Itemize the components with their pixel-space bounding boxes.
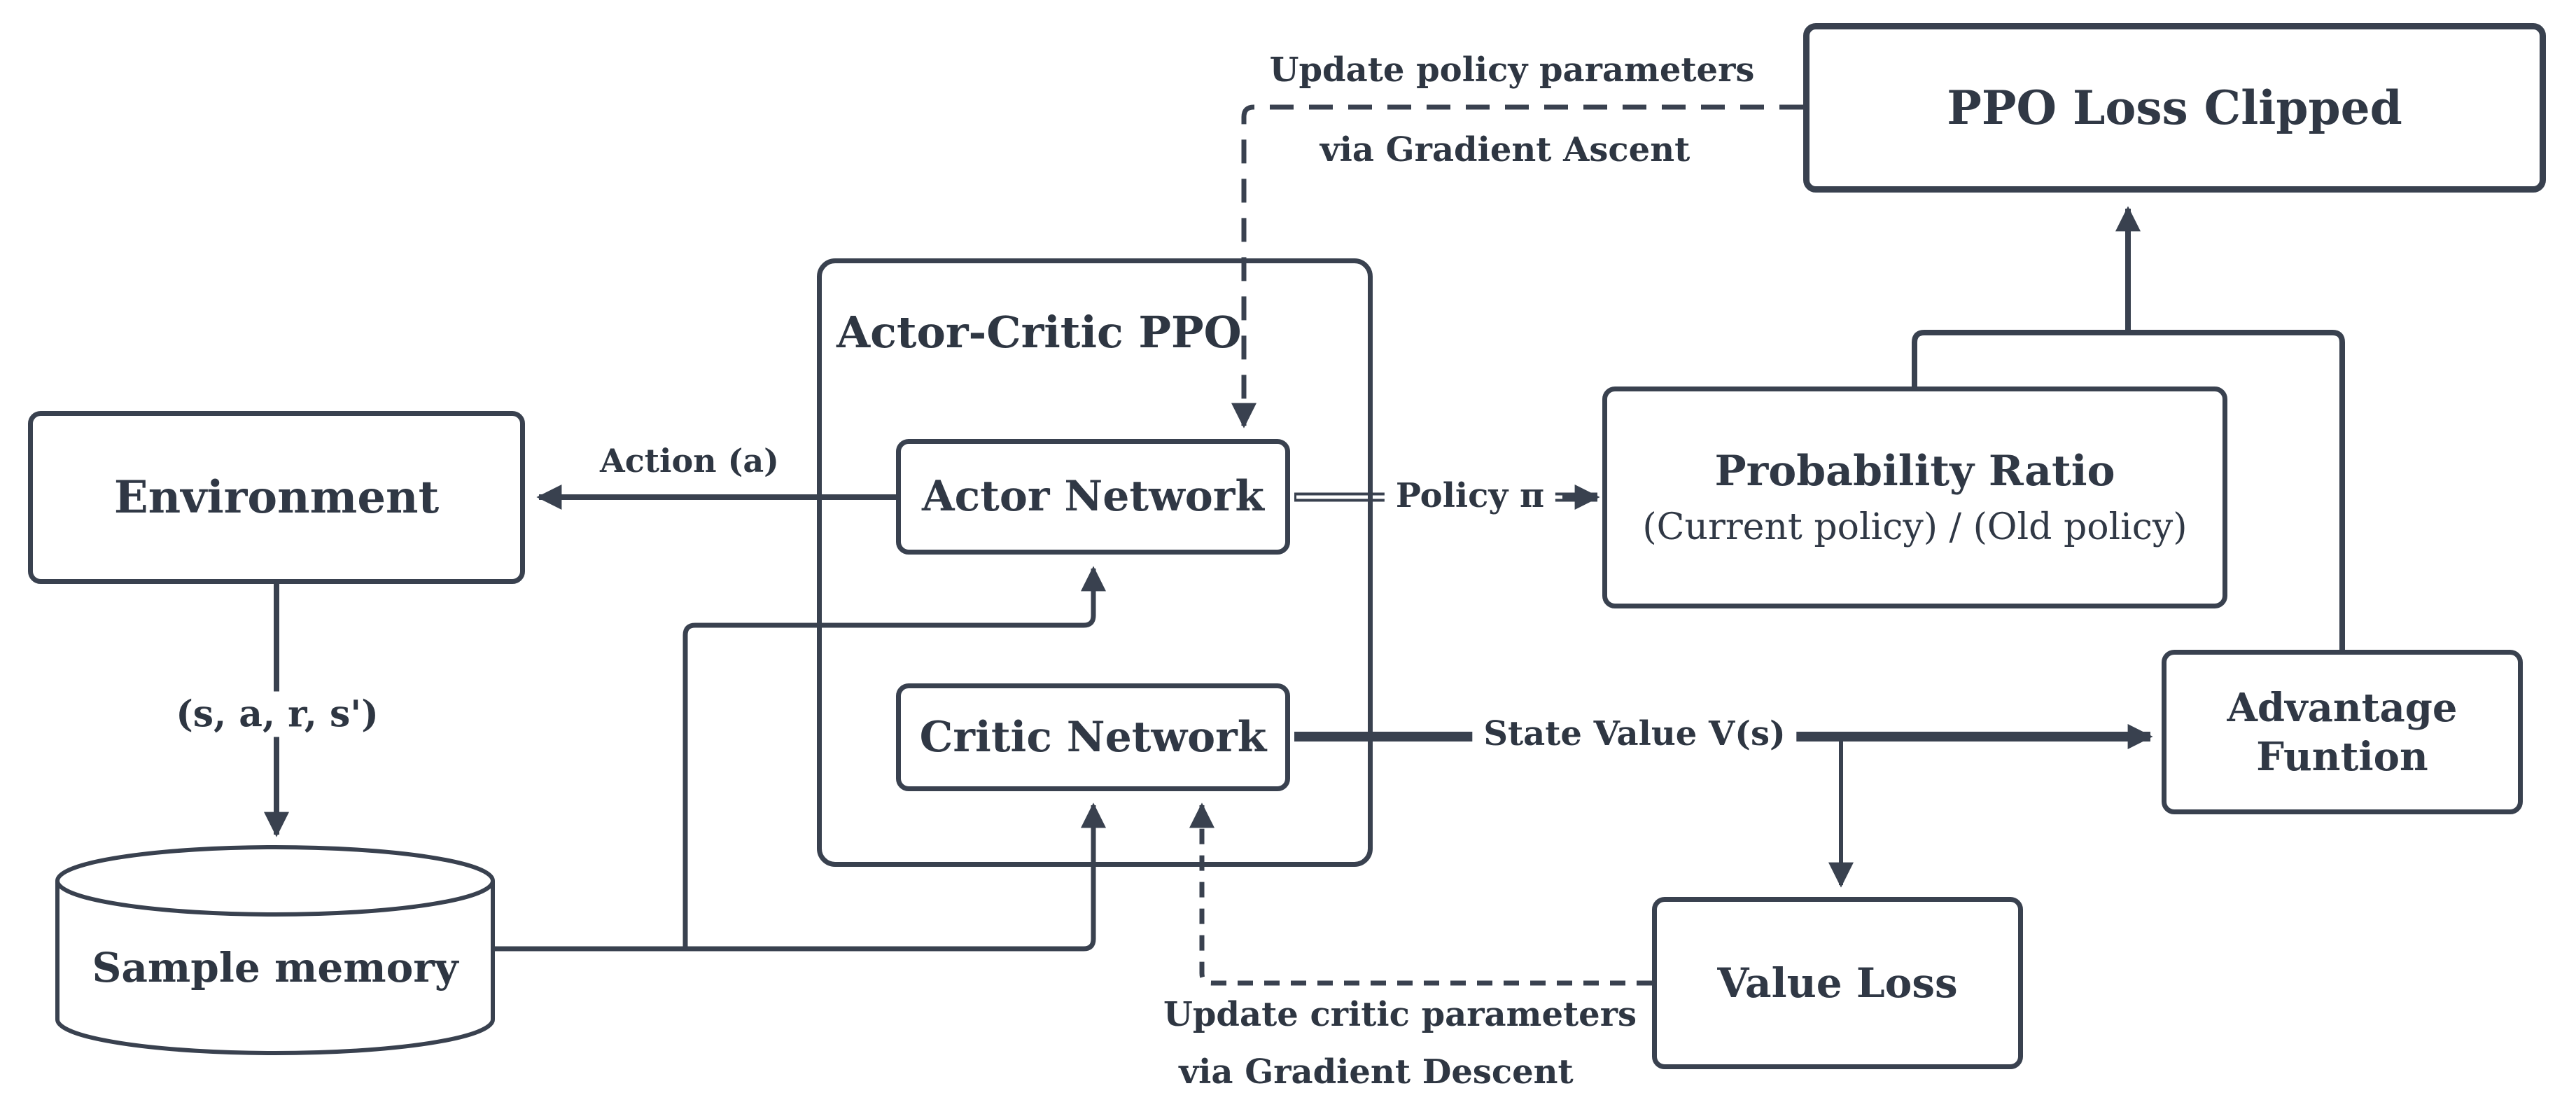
probability-ratio-node: Probability Ratio (Current policy) / (Ol…	[1602, 387, 2227, 608]
ppo-loss-clipped-node: PPO Loss Clipped	[1803, 23, 2546, 193]
actor-network-node: Actor Network	[896, 439, 1290, 555]
policy-edge-label: Policy π	[1384, 475, 1556, 517]
state-value-edge-label: State Value V(s)	[1472, 713, 1797, 755]
advantage-function-label-line1: Advantage	[2227, 684, 2458, 731]
memory-to-actor-arrow	[682, 566, 1106, 949]
probability-ratio-label: Probability Ratio	[1714, 446, 2115, 496]
sample-memory-cylinder	[55, 845, 495, 1055]
environment-node: Environment	[28, 411, 525, 584]
transition-tuple-edge-label: (s, a, r, s')	[164, 691, 390, 737]
update-critic-label-line2: via Gradient Descent	[1179, 1052, 1574, 1092]
update-policy-label-line1: Update policy parameters	[1269, 50, 1755, 90]
merge-connector	[1912, 330, 2345, 650]
probability-ratio-sublabel: (Current policy) / (Old policy)	[1642, 506, 2188, 548]
actor-critic-ppo-title: Actor-Critic PPO	[836, 307, 1242, 358]
update-policy-dashed-arrow	[1231, 104, 1803, 429]
sample-memory-label: Sample memory	[92, 944, 458, 991]
critic-network-node: Critic Network	[896, 683, 1290, 791]
actor-network-label: Actor Network	[922, 472, 1264, 521]
ppo-loss-clipped-label: PPO Loss Clipped	[1947, 80, 2402, 135]
value-loss-node: Value Loss	[1652, 897, 2023, 1069]
actor-critic-ppo-container	[817, 258, 1373, 867]
action-edge-label: Action (a)	[600, 442, 779, 480]
advantage-function-label-line2: Funtion	[2256, 733, 2428, 780]
value-loss-label: Value Loss	[1717, 959, 1958, 1007]
advantage-function-node: Advantage Funtion	[2162, 650, 2523, 814]
update-critic-label-line1: Update critic parameters	[1163, 995, 1637, 1034]
update-critic-dashed-arrow	[1189, 802, 1652, 986]
update-policy-label-line2: via Gradient Ascent	[1320, 130, 1690, 169]
critic-network-label: Critic Network	[919, 712, 1267, 762]
memory-to-critic-arrow	[493, 802, 1106, 952]
environment-label: Environment	[113, 471, 440, 524]
